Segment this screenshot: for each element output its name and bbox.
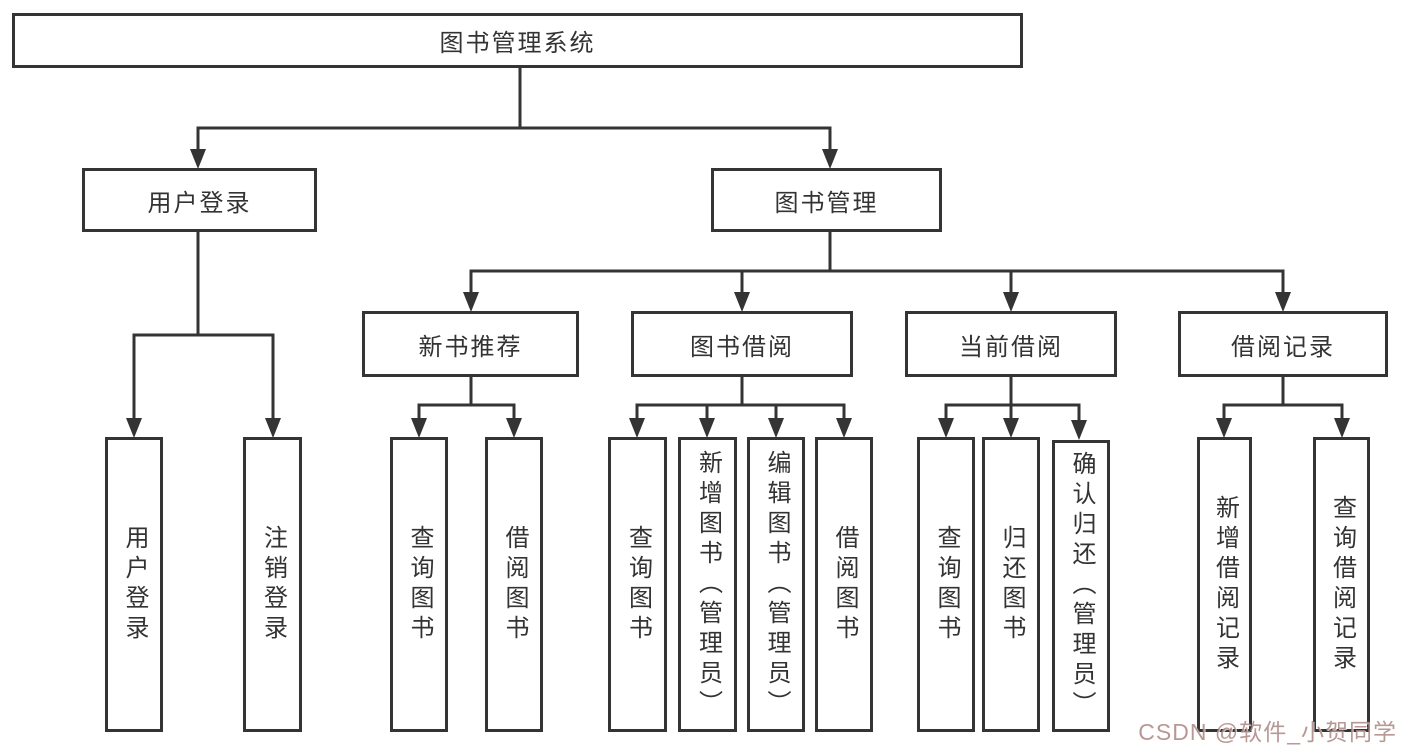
leaf-user-login-label: 用户登录 <box>121 524 148 645</box>
leaf-query-books-current-label: 查询图书 <box>933 524 960 645</box>
node-borrow-record: 借阅记录 <box>1178 311 1388 377</box>
leaf-return-books-label: 归还图书 <box>998 524 1025 645</box>
leaf-query-books-recommend: 查询图书 <box>390 437 448 732</box>
leaf-user-login: 用户登录 <box>105 437 163 732</box>
leaf-borrow-books-recommend-label: 借阅图书 <box>501 524 528 645</box>
leaf-query-books-label: 查询图书 <box>624 524 652 645</box>
node-library-management-system: 图书管理系统 <box>12 13 1023 68</box>
leaf-query-borrow-record-label: 查询借阅记录 <box>1328 494 1356 675</box>
leaf-edit-books-admin-label: 编辑图书（管理员） <box>763 449 790 720</box>
node-book-management: 图书管理 <box>711 168 942 232</box>
leaf-edit-books-admin: 编辑图书（管理员） <box>747 437 805 732</box>
node-book-borrow: 图书借阅 <box>631 311 853 377</box>
leaf-confirm-return-admin-label: 确认归还（管理员） <box>1068 451 1095 721</box>
leaf-query-books: 查询图书 <box>608 437 667 732</box>
leaf-query-books-current: 查询图书 <box>917 437 975 732</box>
leaf-query-books-recommend-label: 查询图书 <box>406 524 433 645</box>
leaf-confirm-return-admin: 确认归还（管理员） <box>1052 440 1110 732</box>
leaf-borrow-books: 借阅图书 <box>815 437 873 732</box>
leaf-add-books-admin-label: 新增图书（管理员） <box>694 449 722 720</box>
node-new-book-recommend: 新书推荐 <box>362 311 579 377</box>
leaf-borrow-books-label: 借阅图书 <box>831 524 858 645</box>
leaf-add-borrow-record-label: 新增借阅记录 <box>1211 494 1239 675</box>
leaf-logout: 注销登录 <box>243 437 302 732</box>
leaf-query-borrow-record: 查询借阅记录 <box>1313 437 1370 732</box>
node-user-login: 用户登录 <box>82 168 317 232</box>
leaf-add-borrow-record: 新增借阅记录 <box>1197 437 1252 732</box>
csdn-watermark: CSDN @软件_小贺同学 <box>1138 719 1397 745</box>
leaf-return-books: 归还图书 <box>982 437 1040 732</box>
leaf-borrow-books-recommend: 借阅图书 <box>485 437 543 732</box>
leaf-add-books-admin: 新增图书（管理员） <box>678 437 737 732</box>
node-current-borrow: 当前借阅 <box>905 311 1117 377</box>
leaf-logout-label: 注销登录 <box>259 524 287 645</box>
